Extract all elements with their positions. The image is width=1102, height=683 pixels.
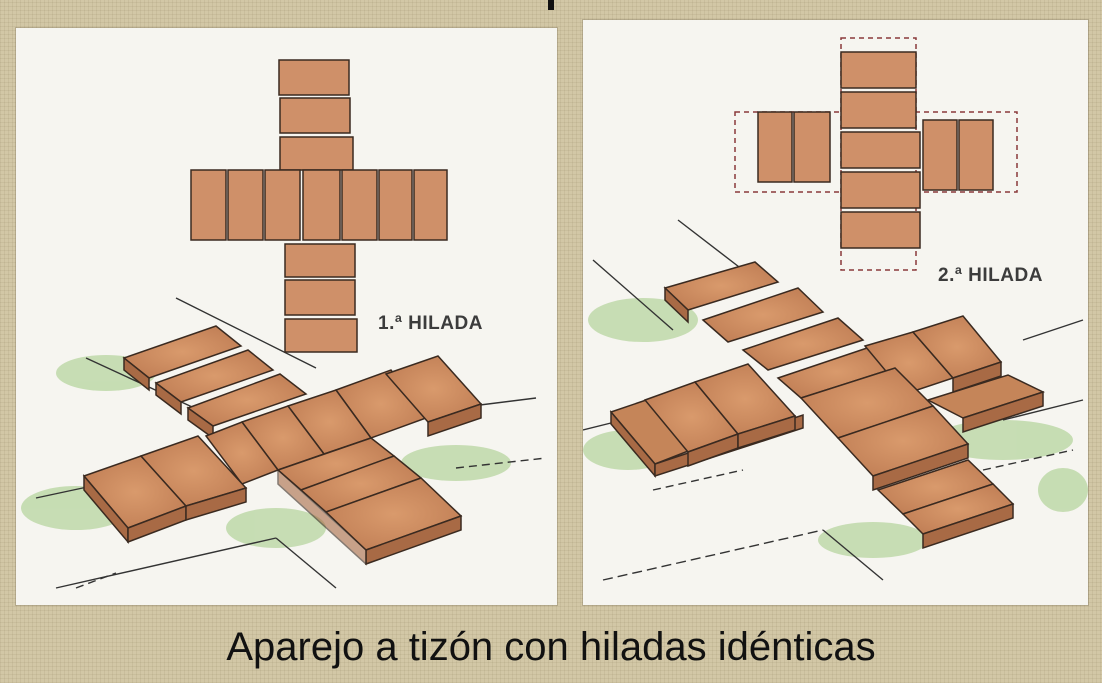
isometric-second-course <box>609 261 1046 550</box>
isometric-first-course <box>82 325 483 566</box>
wall-guide-lines <box>35 297 547 589</box>
second-course-label: 2.ª HILADA <box>938 265 1043 286</box>
second-course-drawing <box>583 37 1088 581</box>
first-course-label: 1.ª HILADA <box>378 313 483 334</box>
plan-view-bricks <box>190 59 448 353</box>
wall-guide-lines-2 <box>583 219 1084 581</box>
figure-caption: Aparejo a tizón con hiladas idénticas <box>226 625 876 669</box>
top-mark <box>548 0 554 10</box>
figure-first-course: 1.ª HILADA <box>16 28 557 605</box>
plan-view-bricks-2 <box>734 37 1018 271</box>
figure-second-course: 2.ª HILADA <box>583 20 1088 605</box>
first-course-drawing <box>21 59 547 589</box>
